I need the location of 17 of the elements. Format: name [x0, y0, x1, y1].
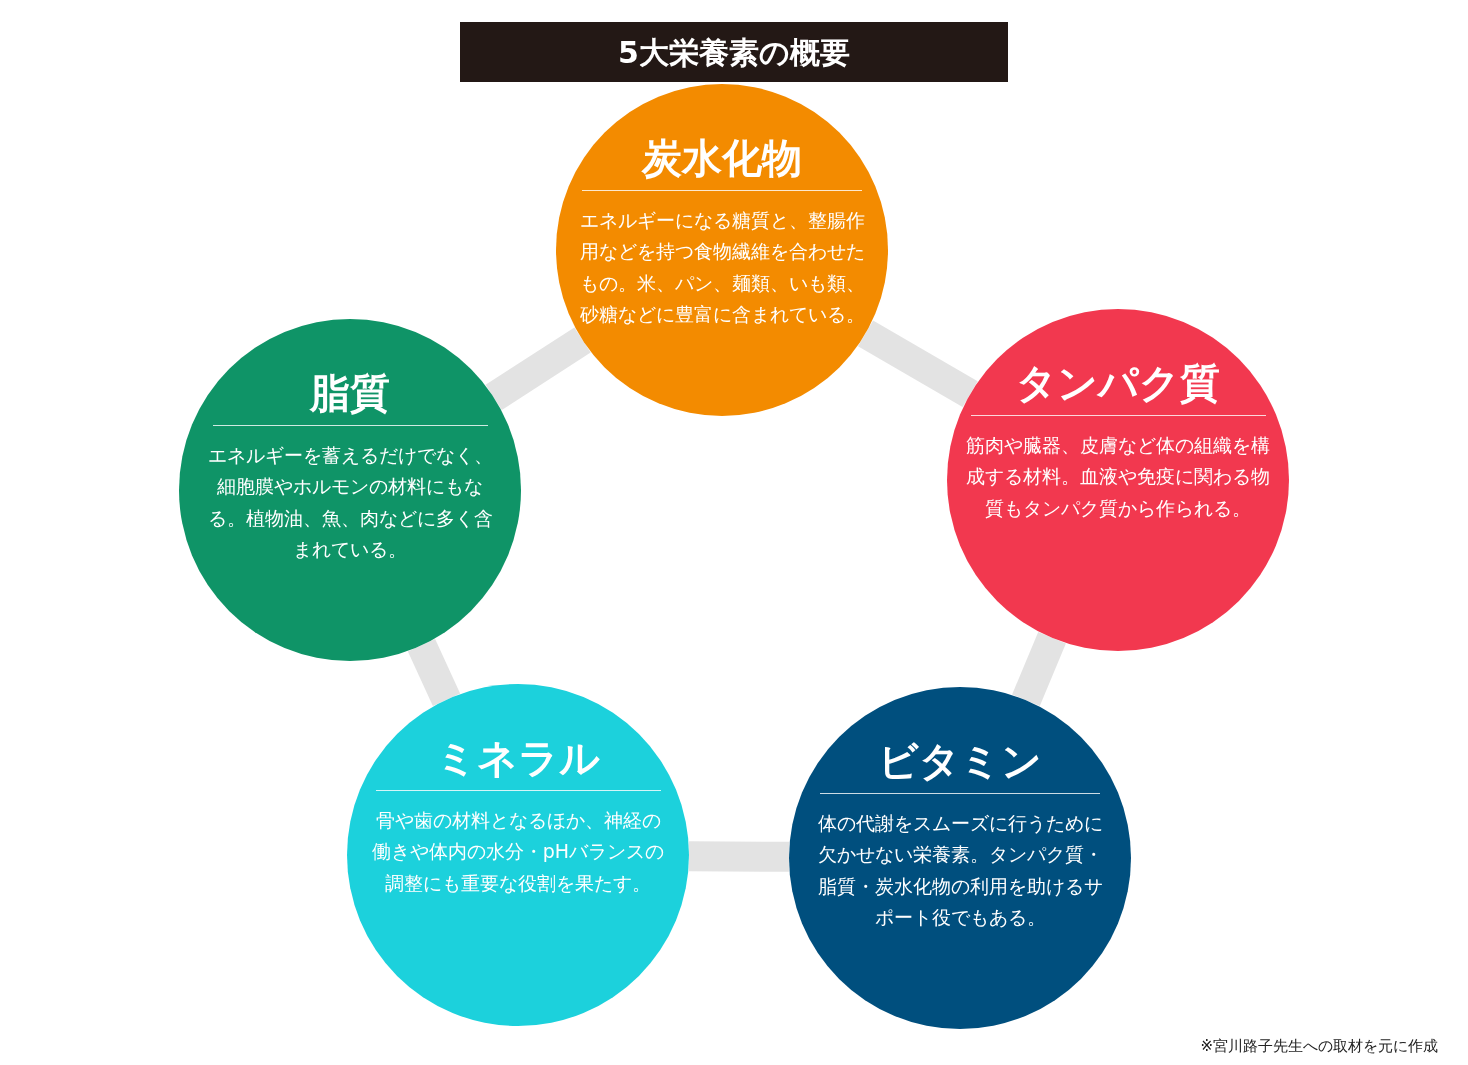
connector-band [858, 320, 978, 408]
circle-heading: ミネラル [436, 734, 600, 782]
circle-heading: 脂質 [310, 369, 390, 417]
connector-band [688, 841, 790, 872]
circle-heading: 炭水化物 [642, 134, 802, 182]
connector-band [1012, 632, 1066, 706]
title-banner: 5大栄養素の概要 [460, 22, 1008, 82]
connector-band [485, 327, 591, 410]
description-text: 筋肉や臓器、皮膚など体の組織を構成する材料。血液や免疫に関わる物質もタンパク質から作られる。 [965, 433, 1271, 521]
description-text: 骨や歯の材料となるほか、神経の働きや体内の水分・pHバランスの調整にも重要な役割を果たす。 [370, 808, 666, 896]
circle-heading: タンパク質 [1016, 359, 1220, 407]
description-text: 体の代謝をスムーズに行うために欠かせない栄養素。タンパク質・脂質・炭水化物の利用を助けるサポート役でもある。 [816, 811, 1104, 931]
footnote: ※宮川路子先生への取材を元に作成 [1200, 1036, 1438, 1057]
circle-heading: ビタミン [878, 737, 1042, 785]
description-text: エネルギーを蓄えるだけでなく、細胞膜やホルモンの材料にもなる。植物油、魚、肉などに多く含まれている。 [207, 443, 493, 563]
connector-band [407, 639, 461, 706]
description-text: エネルギーになる糖質と、整腸作用などを持つ食物繊維を合わせたもの。米、パン、麺類、いも類、砂糖などに豊富に含まれている。 [578, 208, 866, 328]
